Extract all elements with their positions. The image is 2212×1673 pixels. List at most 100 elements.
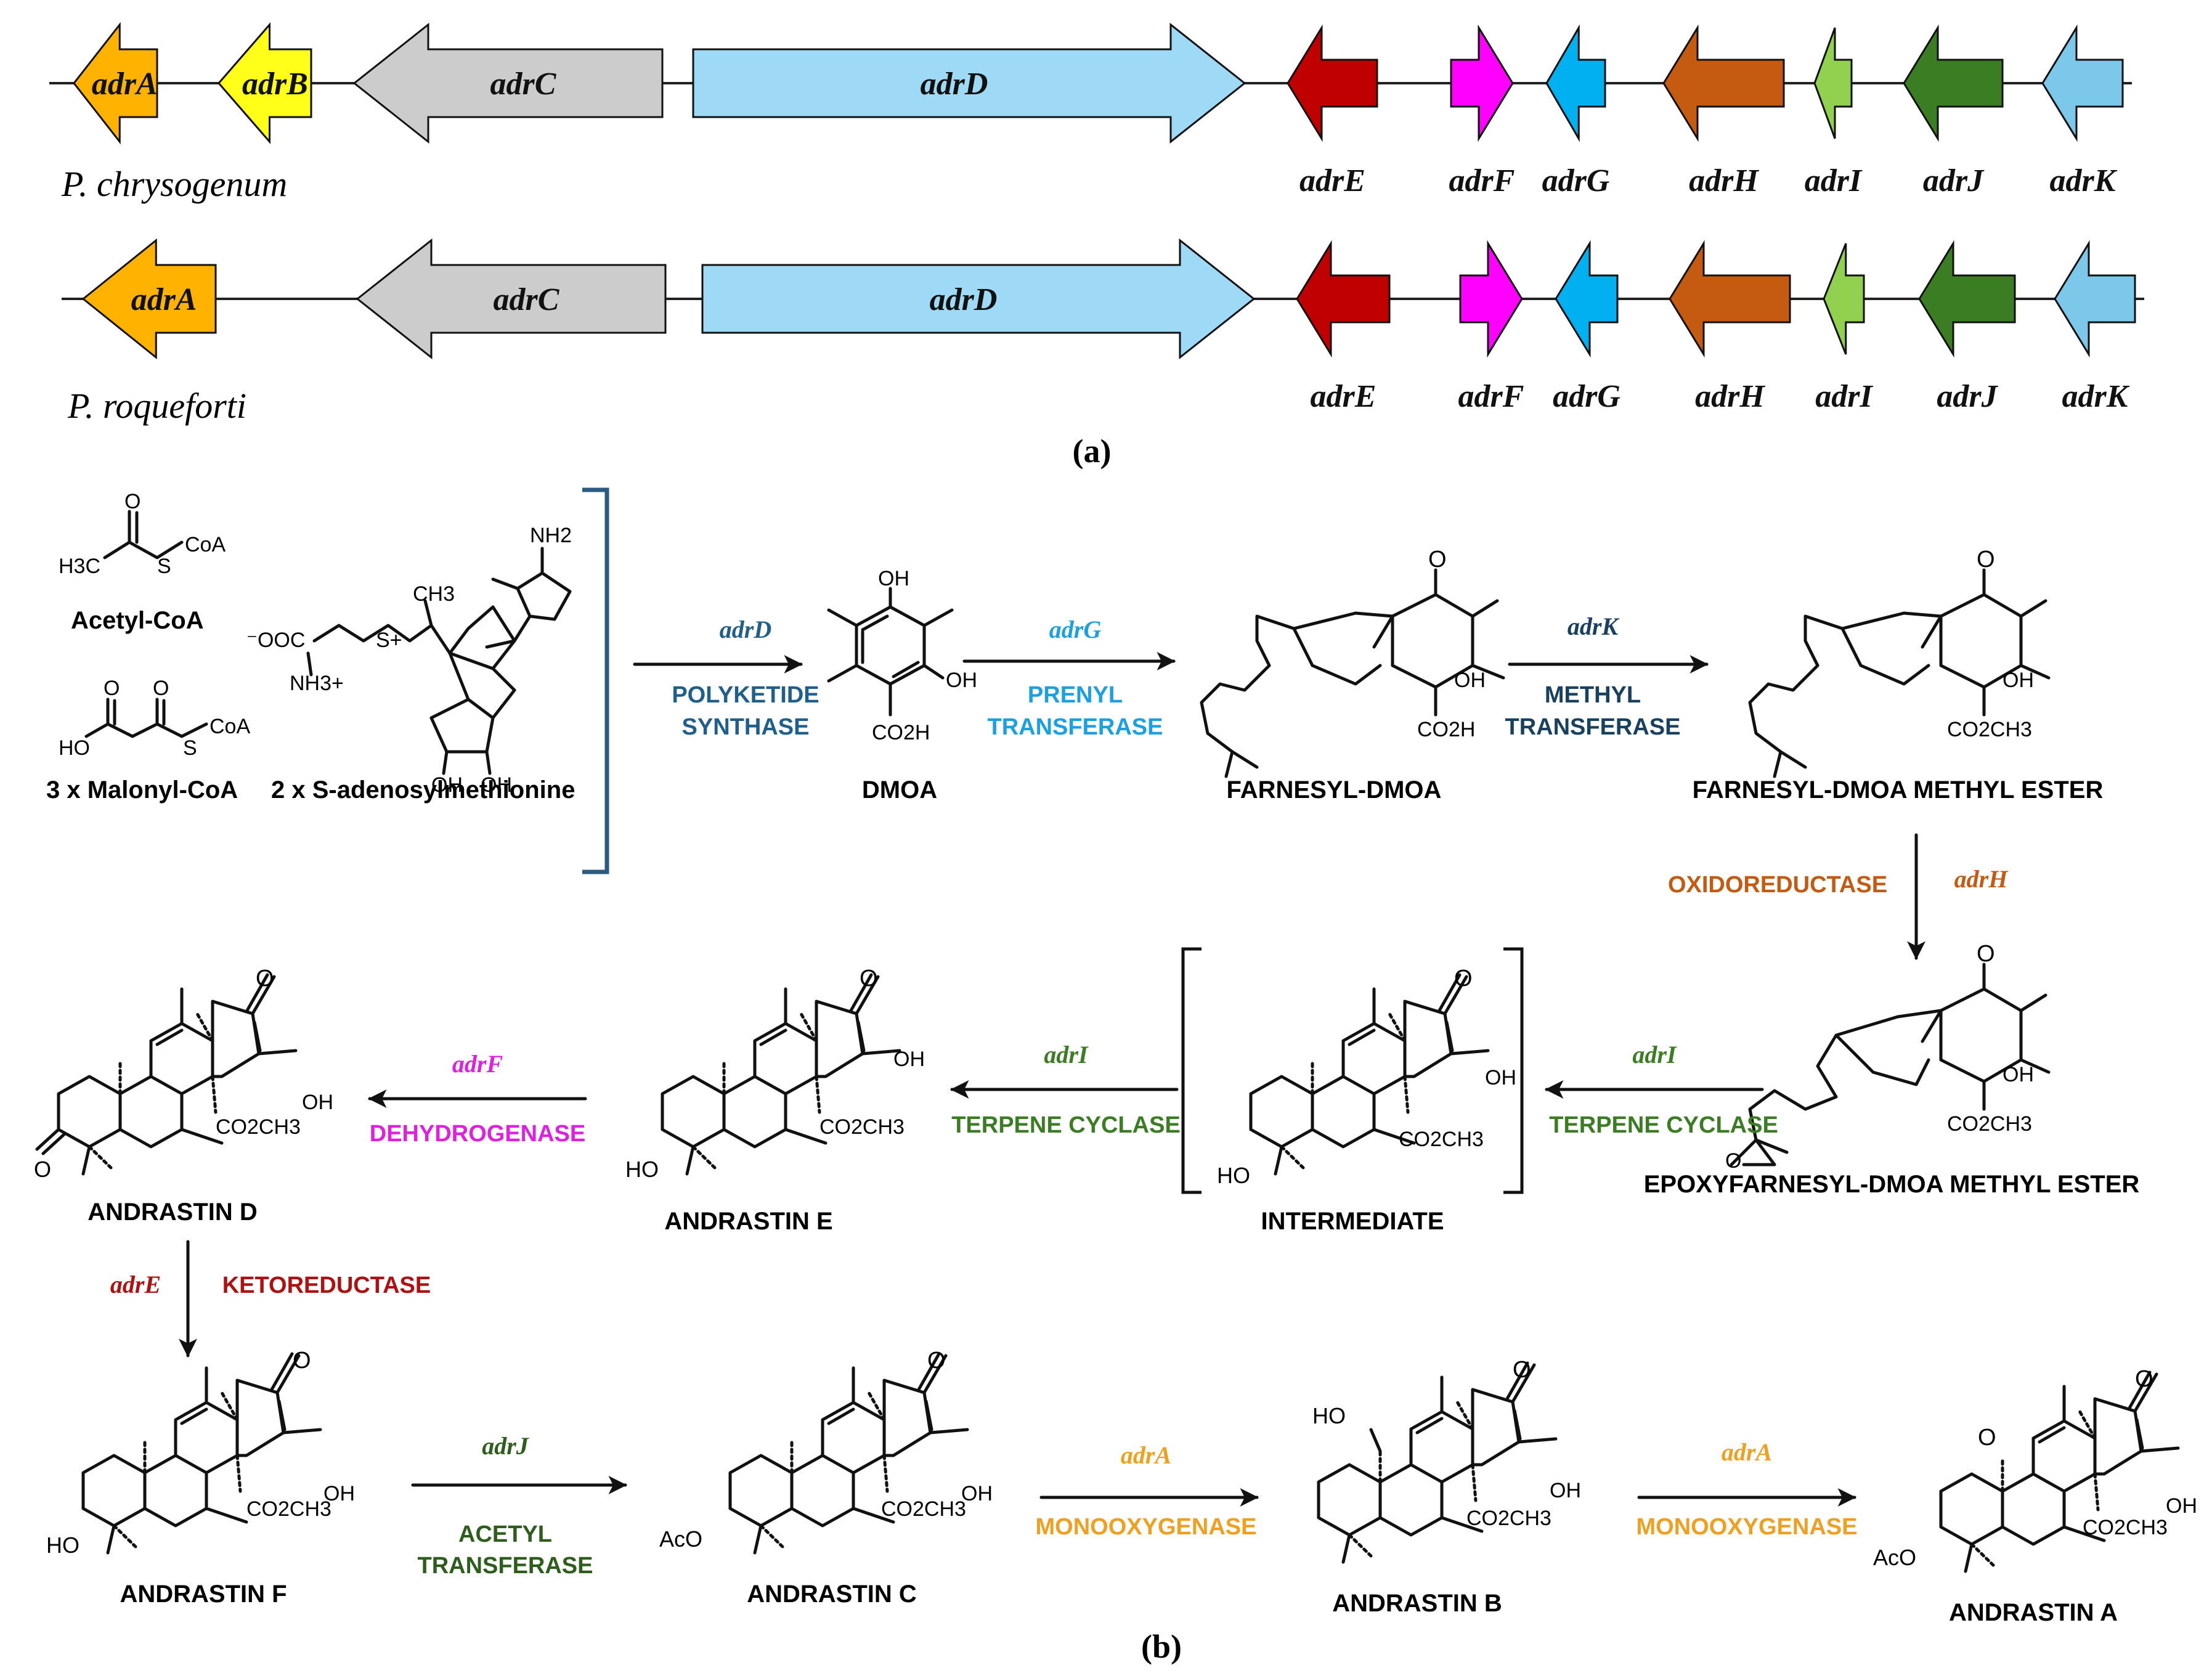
ab-o-label: O bbox=[1513, 1357, 1531, 1383]
malonyl-s-label: S bbox=[183, 736, 197, 760]
epoxy-co2ch3-label: CO2CH3 bbox=[1947, 1112, 2032, 1136]
ad-o-label: O bbox=[256, 966, 274, 991]
fme-co2ch3-label: CO2CH3 bbox=[1947, 718, 2032, 741]
sam-name: 2 x S-adenosylmethionine bbox=[271, 776, 575, 804]
fdmoa-co2h-label: CO2H bbox=[1417, 718, 1475, 741]
aa-o-label: O bbox=[2135, 1366, 2153, 1392]
step-adrI-2-gene: adrI bbox=[1044, 1041, 1089, 1069]
malonyl-coa-label: CoA bbox=[209, 715, 250, 738]
aa-cho-o-label: O bbox=[1978, 1425, 1996, 1451]
gene-label-adrD: adrD bbox=[930, 282, 998, 317]
organism-label-chrysogenum: P. chrysogenum bbox=[61, 164, 287, 204]
ac-co2ch3-label: CO2CH3 bbox=[881, 1497, 966, 1521]
andrastin-b-structure: HO O OH CO2CH3 ANDRASTIN B bbox=[1312, 1357, 1581, 1617]
step-adrJ-enzyme-1: ACETYL bbox=[458, 1521, 552, 1547]
acetyl-o-label: O bbox=[124, 490, 140, 513]
step-adrG-enzyme-1: PRENYL bbox=[1028, 682, 1123, 708]
ab-co2ch3-label: CO2CH3 bbox=[1466, 1507, 1551, 1530]
step-adrD-gene: adrD bbox=[720, 616, 771, 643]
farnesyl-dmoa-name: FARNESYL-DMOA bbox=[1227, 776, 1442, 804]
gene-label-adrH: adrH bbox=[1689, 163, 1759, 198]
step-adrJ-gene: adrJ bbox=[482, 1432, 530, 1460]
gene-arrow-adrD bbox=[692, 22, 1246, 144]
fme-oh-label: OH bbox=[2003, 669, 2034, 692]
sam-ch3-label: CH3 bbox=[413, 582, 455, 606]
dmoa-name: DMOA bbox=[862, 776, 937, 804]
aa-aco-label: AcO bbox=[1873, 1545, 1916, 1570]
dmoa-co2h: CO2H bbox=[872, 721, 930, 744]
step-adrH-enzyme: OXIDOREDUCTASE bbox=[1668, 872, 1887, 898]
gene-arrow-adrD bbox=[701, 238, 1256, 360]
sam-nh2-label: NH2 bbox=[530, 524, 572, 547]
gene-label-adrD: adrD bbox=[921, 67, 988, 102]
step-adrG-enzyme-2: TRANSFERASE bbox=[987, 714, 1163, 740]
andrastin-d-name: ANDRASTIN D bbox=[87, 1199, 258, 1226]
acetyl-ch3-label: H3C bbox=[59, 555, 100, 578]
gene-arrow-adrH bbox=[1669, 240, 1791, 358]
intermediate-name: INTERMEDIATE bbox=[1261, 1208, 1444, 1235]
gene-arrow-adrF bbox=[1459, 240, 1523, 358]
fme-o-label: O bbox=[1977, 547, 1995, 572]
gene-arrow-adrF bbox=[1450, 24, 1514, 142]
int-co2ch3-label: CO2CH3 bbox=[1399, 1128, 1484, 1151]
epoxy-o-label: O bbox=[1977, 941, 1995, 967]
ad-o3-label: O bbox=[34, 1157, 51, 1182]
gene-arrow-adrC bbox=[352, 22, 664, 144]
acetyl-coa-structure: H3C O S CoA Acetyl-CoA bbox=[59, 490, 226, 634]
step-adrA-2-enzyme: MONOOXYGENASE bbox=[1637, 1514, 1858, 1540]
int-oh-label: OH bbox=[1485, 1066, 1516, 1089]
gene-arrow-adrE bbox=[1287, 24, 1378, 142]
malonyl-o2-label: O bbox=[153, 677, 169, 700]
step-adrI-1-gene: adrI bbox=[1632, 1041, 1677, 1069]
af-o-label: O bbox=[293, 1348, 311, 1374]
farnesyl-dmoa-me-name: FARNESYL-DMOA METHYL ESTER bbox=[1693, 776, 2104, 804]
step-adrJ-enzyme-2: TRANSFERASE bbox=[417, 1553, 593, 1579]
gene-label-adrA: adrA bbox=[131, 282, 197, 317]
acetyl-coa-label: CoA bbox=[185, 533, 226, 556]
gene-arrow-adrA bbox=[73, 22, 158, 145]
ad-oh-label: OH bbox=[302, 1091, 333, 1114]
sam-nh3-label: NH3+ bbox=[290, 672, 344, 695]
andrastin-a-structure: AcO O O OH CO2CH3 ANDRASTIN A bbox=[1873, 1366, 2197, 1626]
gene-label-adrE: adrE bbox=[1311, 379, 1376, 414]
af-oh-label: OH bbox=[323, 1482, 355, 1505]
step-adrE-gene: adrE bbox=[110, 1271, 161, 1298]
step-adrI-1-enzyme: TERPENE CYCLASE bbox=[1549, 1112, 1778, 1138]
andrastin-f-name: ANDRASTIN F bbox=[120, 1581, 287, 1608]
aa-co2ch3-label: CO2CH3 bbox=[2083, 1516, 2168, 1539]
sam-structure: ⁻OOC NH3+ S+ CH3 NH2 OH OH 2 x S-adenosy… bbox=[246, 524, 575, 804]
step-adrF-enzyme: DEHYDROGENASE bbox=[370, 1121, 586, 1147]
fdmoa-oh-label: OH bbox=[1454, 669, 1486, 692]
farnesyl-dmoa-structure: O OH CO2H FARNESYL-DMOA bbox=[1200, 547, 1505, 804]
fdmoa-o-label: O bbox=[1428, 547, 1447, 572]
gene-arrow-adrI bbox=[1823, 243, 1865, 355]
gene-label-adrC: adrC bbox=[494, 282, 560, 317]
intermediate-structure: HO O OH CO2CH3 INTERMEDIATE bbox=[1181, 947, 1524, 1235]
af-co2ch3-label: CO2CH3 bbox=[246, 1497, 331, 1521]
gene-arrow-adrJ bbox=[1918, 240, 2016, 358]
andrastin-c-name: ANDRASTIN C bbox=[747, 1581, 917, 1608]
ae-oh-label: OH bbox=[893, 1048, 925, 1071]
andrastin-e-name: ANDRASTIN E bbox=[664, 1208, 832, 1235]
ab-ho-label: HO bbox=[1312, 1403, 1346, 1428]
step-adrD-enzyme-2: SYNTHASE bbox=[682, 714, 810, 740]
andrastin-e-structure: HO O OH CO2CH3 ANDRASTIN E bbox=[625, 966, 925, 1235]
ae-ho-label: HO bbox=[625, 1157, 659, 1182]
gene-arrow-adrG bbox=[1545, 24, 1606, 142]
gene-label-adrF: adrF bbox=[1449, 163, 1515, 198]
panel-a-caption: (a) bbox=[1073, 433, 1112, 470]
andrastin-b-name: ANDRASTIN B bbox=[1332, 1590, 1502, 1617]
dmoa-oh-top: OH bbox=[878, 567, 909, 590]
gene-arrow-adrA bbox=[81, 238, 217, 360]
step-adrG-gene: adrG bbox=[1049, 616, 1102, 643]
step-adrK-enzyme-1: METHYL bbox=[1545, 682, 1641, 708]
gene-label-adrC: adrC bbox=[490, 67, 557, 102]
andrastin-d-structure: O O OH CO2CH3 ANDRASTIN D bbox=[34, 966, 333, 1226]
aa-oh-label: OH bbox=[2166, 1494, 2197, 1518]
gene-arrow-adrI bbox=[1813, 27, 1853, 139]
gene-arrow-adrE bbox=[1296, 240, 1391, 358]
gene-arrow-adrH bbox=[1662, 24, 1785, 142]
